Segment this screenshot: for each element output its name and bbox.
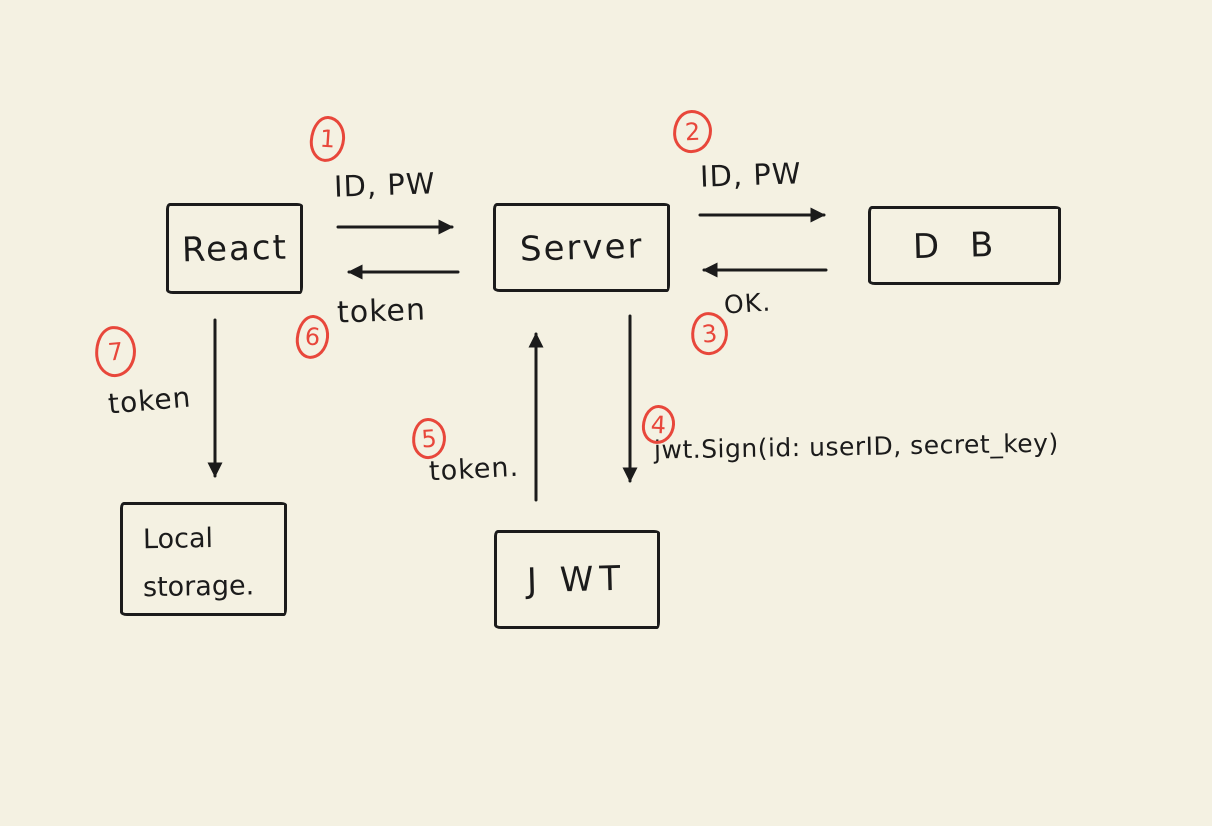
- node-db: D B: [868, 206, 1061, 285]
- node-db-label: D B: [912, 224, 1004, 267]
- step-badge-1-number: 1: [318, 124, 337, 154]
- node-local-storage-label-line1: Local: [142, 523, 214, 556]
- step-badge-7-number: 7: [106, 336, 125, 367]
- node-jwt-label: J WT: [526, 558, 628, 601]
- node-server-label: Server: [519, 225, 644, 270]
- edge-label-jwt-to-server: token.: [428, 451, 520, 488]
- step-badge-3-number: 3: [700, 318, 719, 349]
- edge-label-db-to-server: OK.: [723, 287, 772, 320]
- step-badge-5-number: 5: [420, 424, 438, 453]
- step-badge-2-number: 2: [684, 117, 701, 146]
- node-local-storage-label-line2: storage.: [142, 570, 255, 604]
- node-react: React: [166, 203, 303, 294]
- node-react-label: React: [181, 227, 288, 270]
- edge-label-server-to-react: token: [336, 292, 427, 331]
- step-badge-4-number: 4: [650, 410, 667, 439]
- node-server: Server: [493, 203, 670, 292]
- edge-label-react-to-server: ID, PW: [333, 166, 437, 204]
- edge-label-server-to-db: ID, PW: [699, 156, 803, 194]
- node-jwt: J WT: [494, 530, 660, 629]
- node-local-storage: Local storage.: [120, 502, 287, 616]
- step-badge-6-number: 6: [303, 322, 322, 352]
